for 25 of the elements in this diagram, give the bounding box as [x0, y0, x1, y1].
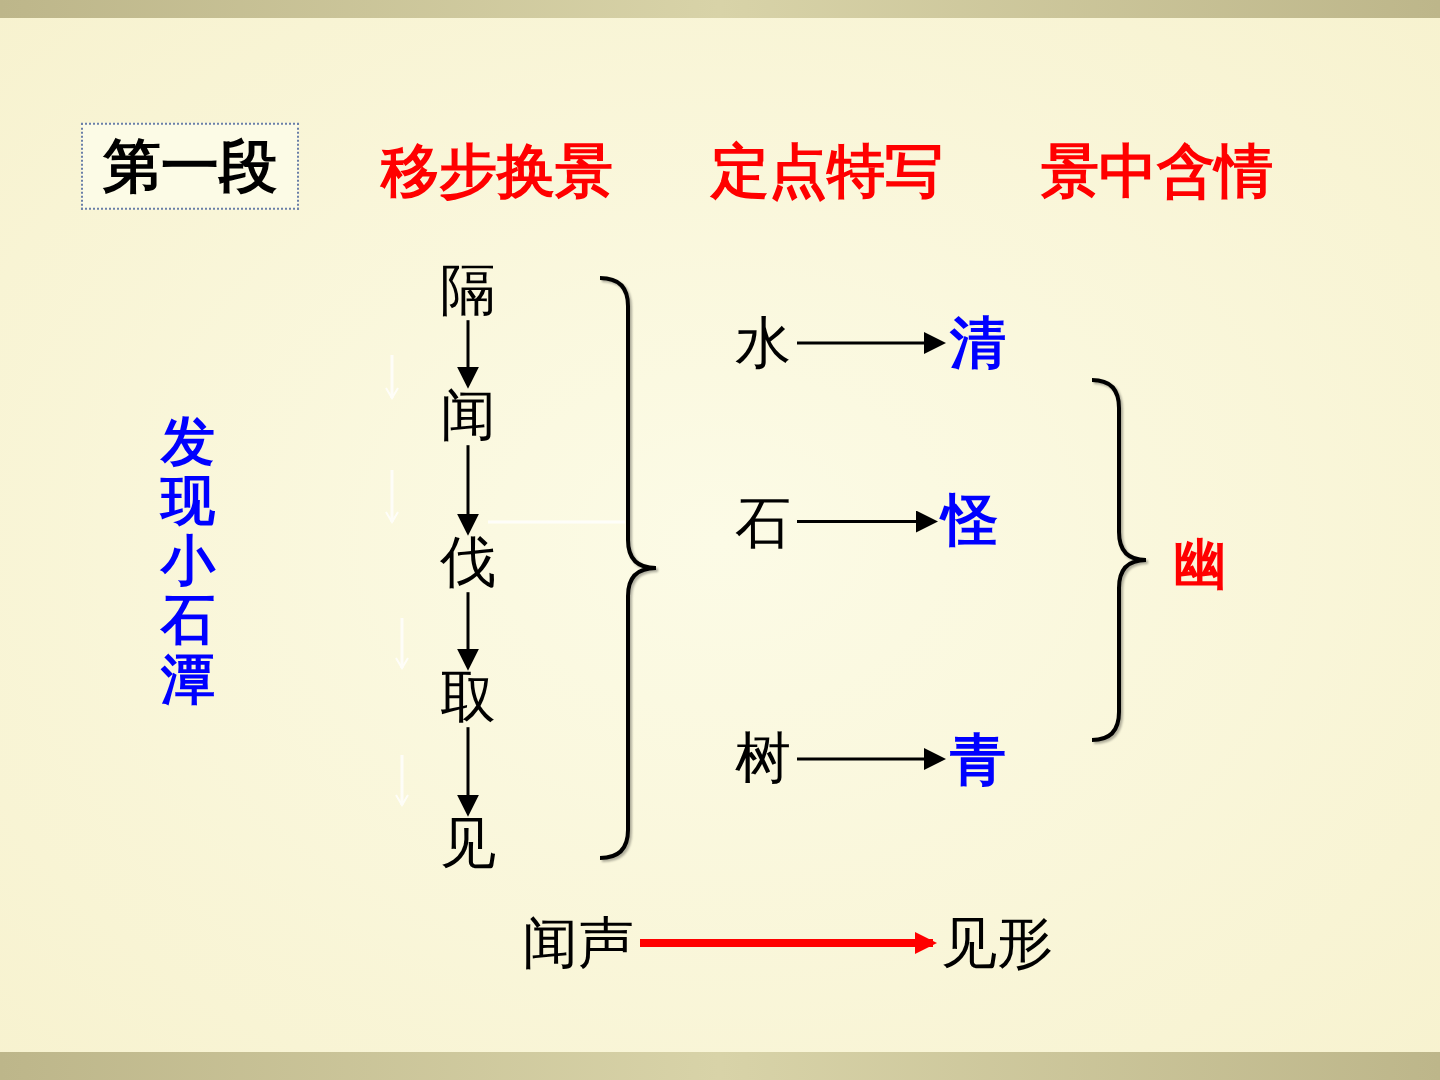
phrase-text: 闻声	[522, 910, 634, 976]
arrow	[457, 592, 479, 671]
arrow	[457, 320, 479, 389]
column-heading: 景中含情	[1041, 136, 1273, 207]
phrase-text: 见形	[941, 910, 1053, 976]
scene-text: 水	[735, 310, 791, 376]
vertical-heading: 发现小石潭	[161, 412, 215, 709]
arrow	[797, 332, 946, 354]
step-text: 隔	[440, 257, 496, 323]
emotion-text: 幽	[1173, 533, 1227, 597]
step-text: 伐	[440, 529, 496, 595]
step-text: 见	[440, 810, 496, 876]
arrow	[457, 727, 479, 817]
feature-text: 清	[950, 310, 1006, 376]
column-heading: 定点特写	[711, 136, 943, 207]
section-title-box: 第一段	[81, 122, 299, 210]
column-heading: 移步换景	[381, 136, 613, 207]
feature-text: 青	[950, 727, 1006, 793]
step-text: 取	[440, 664, 496, 730]
scene-text: 树	[735, 725, 791, 791]
step-text: 闻	[440, 382, 496, 448]
scene-text: 石	[735, 490, 791, 556]
arrow	[797, 510, 938, 533]
arrow	[457, 445, 479, 536]
arrow	[797, 748, 946, 770]
